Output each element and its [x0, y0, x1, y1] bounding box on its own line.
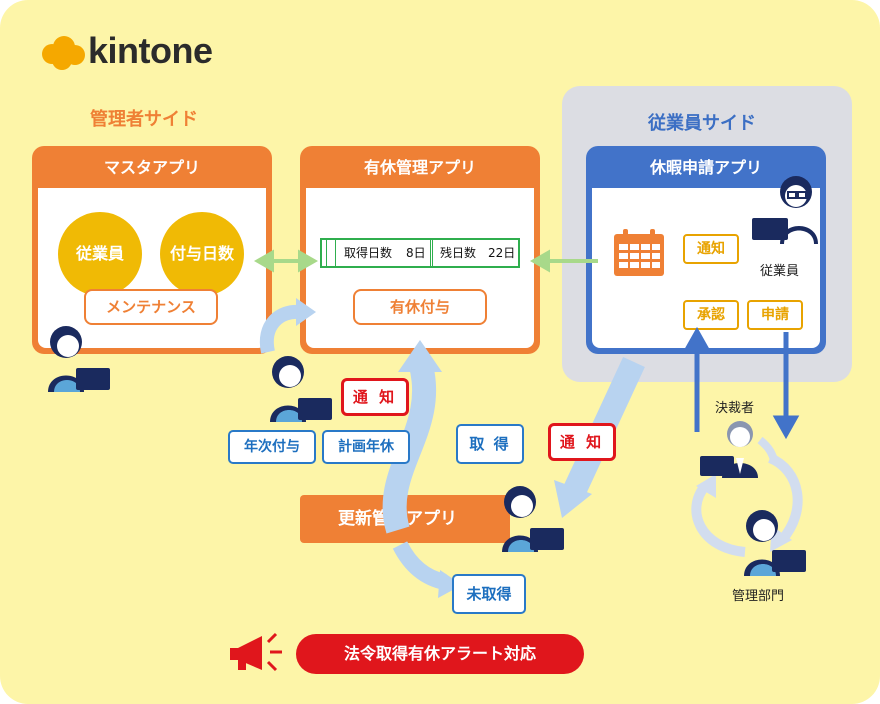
leave-app-title: 有休管理アプリ — [363, 158, 476, 177]
request-to-leave-arrow — [529, 249, 598, 273]
employee-person-icon — [752, 176, 818, 244]
calendar-icon — [614, 229, 664, 276]
employee-side-title: 従業員サイド — [648, 113, 756, 134]
table-divider — [430, 240, 433, 266]
employee-label: 従業員 — [760, 264, 800, 279]
request-app-title: 休暇申請アプリ — [649, 158, 762, 177]
not-taken-tag[interactable]: 未取得 — [452, 574, 526, 614]
admin-dept-person-icon — [744, 510, 806, 576]
approve-button[interactable]: 承認 — [683, 300, 739, 330]
admin-side-title: 管理者サイド — [90, 109, 198, 130]
remaining-days-label: 残日数 — [440, 246, 477, 260]
remaining-days-value: 22日 — [488, 246, 516, 260]
approval-arrows — [683, 326, 800, 440]
employee-master-circle[interactable]: 従業員 — [58, 212, 142, 296]
kintone-logo-text: kintone — [88, 30, 213, 71]
maintenance-button[interactable]: メンテナンス — [84, 289, 218, 325]
planned-leave-tag[interactable]: 計画年休 — [322, 430, 410, 464]
annual-grant-arrow — [259, 304, 301, 354]
notify-status[interactable]: 通知 — [683, 234, 739, 264]
megaphone-icon — [230, 632, 282, 672]
cycle-arrow-right — [767, 453, 803, 544]
apply-button[interactable]: 申請 — [747, 300, 803, 330]
approver-label: 決裁者 — [715, 401, 755, 416]
approver-person-icon — [700, 421, 758, 478]
cycle-arrow-top — [757, 436, 779, 464]
update-person-icon — [502, 486, 564, 552]
leave-balance-table: 取得日数 8日 残日数 22日 — [320, 238, 520, 268]
taken-days-label: 取得日数 — [344, 246, 393, 260]
alert-badge[interactable]: 法令取得有休アラート対応 — [296, 634, 584, 674]
taken-days-value: 8日 — [406, 246, 426, 260]
cloud-logo-icon — [42, 36, 85, 70]
admin-dept-label: 管理部門 — [732, 589, 785, 604]
grant-days-circle[interactable]: 付与日数 — [160, 212, 244, 296]
sync-arrow — [253, 249, 319, 273]
notify-tag-left[interactable]: 通 知 — [341, 378, 409, 416]
annual-grant-tag[interactable]: 年次付与 — [228, 430, 316, 464]
table-edge — [326, 240, 336, 266]
taken-tag[interactable]: 取 得 — [456, 424, 524, 464]
notify-tag-middle[interactable]: 通 知 — [548, 423, 616, 461]
admin-person-icon — [48, 326, 110, 392]
grant-leave-button[interactable]: 有休付与 — [353, 289, 487, 325]
not-taken-arrow — [392, 541, 447, 590]
master-app-title: マスタアプリ — [103, 158, 200, 177]
grant-person-icon — [270, 356, 332, 422]
cycle-arrow-left — [691, 482, 746, 557]
